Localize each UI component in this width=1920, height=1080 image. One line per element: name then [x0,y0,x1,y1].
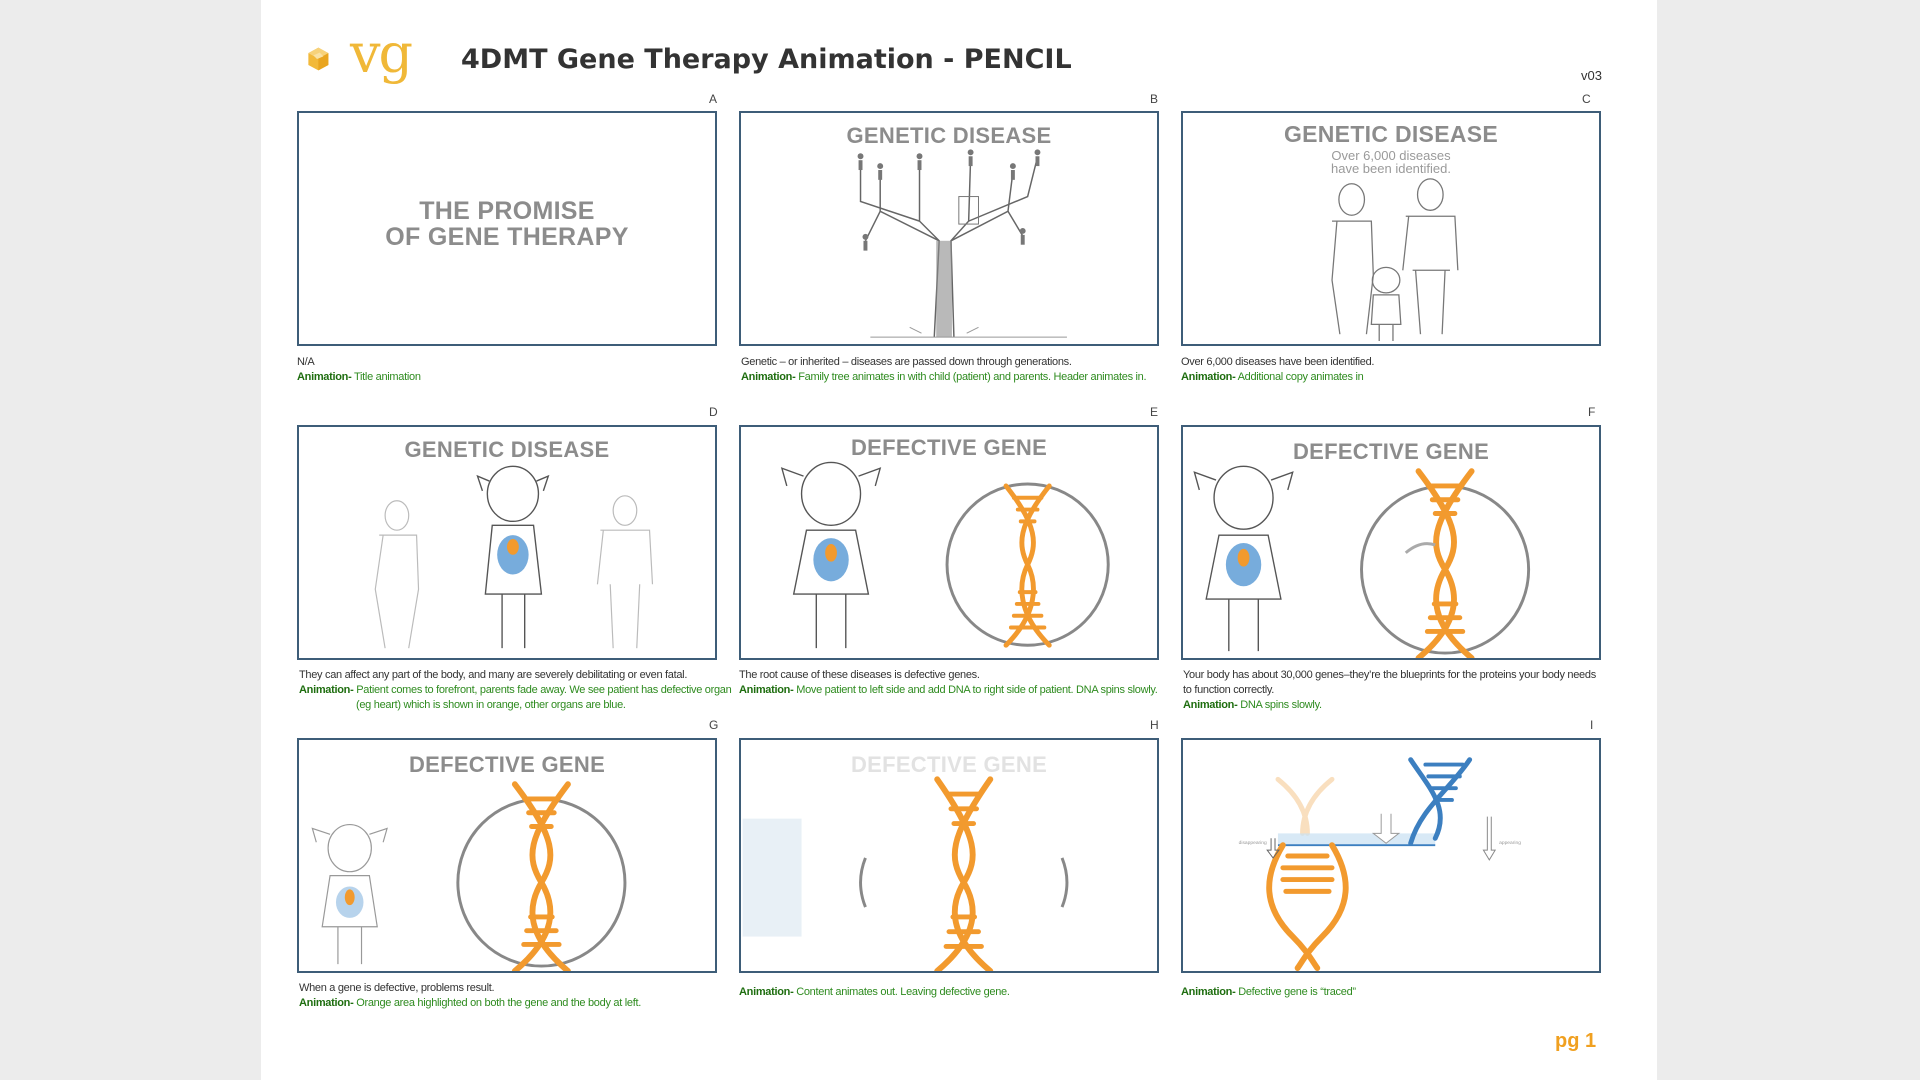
narration-a: N/A [297,356,315,368]
frame-a-title-line2: OF GENE THERAPY [385,223,629,251]
frame-a-title: THE PROMISE [419,197,595,225]
page-number: pg 1 [1555,1030,1597,1052]
frame-c-subtitle: Over 6,000 diseases [1331,148,1451,163]
animation-note-h: Content animates out. Leaving defective … [796,986,1010,998]
frame-letter-h: H [1150,718,1159,732]
frame-letter-c: C [1582,92,1591,106]
frame-a[interactable]: THE PROMISE OF GENE THERAPY [297,111,717,346]
caption-f: Your body has about 30,000 genes–they’re… [1183,668,1623,713]
caption-d: They can affect any part of the body, an… [299,668,739,713]
family-tree-illustration [857,149,1067,338]
patient-and-dna-illustration [780,461,1110,649]
animation-label-i: Animation- [1181,986,1236,998]
logo-text: vg [350,22,413,85]
frame-f[interactable]: DEFECTIVE GENE [1181,425,1601,660]
caption-g: When a gene is defective, problems resul… [299,981,739,1011]
title-text: 4DMT Gene Therapy Animation - PENCIL [461,44,1072,75]
gene-tracing-illustration: disappearing appearing [1239,757,1521,971]
animation-note-g: Orange area highlighted on both the gene… [356,997,641,1009]
frame-letter-i: I [1590,718,1594,732]
frame-g[interactable]: DEFECTIVE GENE [297,738,717,973]
caption-a: N/A Animation- Title animation [297,355,737,385]
frame-letter-b: B [1150,92,1159,106]
patient-with-organs-illustration [374,465,654,649]
caption-c: Over 6,000 diseases have been identified… [1181,355,1621,385]
narration-c: Over 6,000 diseases have been identified… [1181,356,1375,368]
frame-e[interactable]: DEFECTIVE GENE [739,425,1159,660]
animation-note-d: Patient comes to forefront, parents fade… [356,684,732,696]
version-label: v03 [1581,68,1602,83]
narration-d: They can affect any part of the body, an… [299,669,688,681]
animation-note-i: Defective gene is “traced” [1238,986,1356,998]
caption-b: Genetic – or inherited – diseases are pa… [741,355,1181,385]
animation-note-c: Additional copy animates in [1237,371,1364,383]
frame-letter-a: A [709,92,718,106]
animation-note-e: Move patient to left side and add DNA to… [796,684,1158,696]
animation-note-b: Family tree animates in with child (pati… [798,371,1147,383]
frame-letter-f: F [1588,405,1596,419]
parents-and-child-illustration [1331,178,1459,342]
frame-h[interactable]: DEFECTIVE GENE [739,738,1159,973]
appearing-label: appearing [1499,840,1521,846]
frame-b[interactable]: GENETIC DISEASE [739,111,1159,346]
frame-g-title: DEFECTIVE GENE [408,752,606,777]
defective-gene-only-illustration [742,776,1069,971]
narration-f-line2: to function correctly. [1183,684,1275,696]
animation-label-d: Animation- [299,684,354,696]
frame-h-title-faded: DEFECTIVE GENE [850,752,1048,777]
frame-f-title: DEFECTIVE GENE [1292,439,1490,464]
caption-e: The root cause of these diseases is defe… [739,668,1179,698]
animation-label-f: Animation- [1183,699,1238,711]
highlighted-gene-illustration [311,781,627,971]
frame-letter-e: E [1150,405,1159,419]
animation-label-b: Animation- [741,371,796,383]
frame-c-subtitle-line2: have been identified. [1331,161,1451,176]
disappearing-label: disappearing [1239,840,1267,846]
frame-e-title: DEFECTIVE GENE [850,435,1048,460]
frame-d[interactable]: GENETIC DISEASE [297,425,717,660]
frame-letter-d: D [709,405,718,419]
frame-d-title: GENETIC DISEASE [404,437,610,462]
narration-f: Your body has about 30,000 genes–they’re… [1183,669,1596,681]
animation-label-c: Animation- [1181,371,1236,383]
animation-label-e: Animation- [739,684,794,696]
patient-and-large-dna-illustration [1193,465,1531,658]
document-title: 4DMT Gene Therapy Animation - PENCIL [461,44,1072,75]
frame-i[interactable]: disappearing appearing [1181,738,1601,973]
animation-label-h: Animation- [739,986,794,998]
narration-e: The root cause of these diseases is defe… [739,669,980,681]
animation-note-f: DNA spins slowly. [1240,699,1322,711]
animation-note-d-line2: (eg heart) which is shown in orange, oth… [356,699,626,711]
frame-c[interactable]: GENETIC DISEASE Over 6,000 diseases have… [1181,111,1601,346]
caption-i: Animation- Defective gene is “traced” [1181,985,1621,1000]
frame-letter-g: G [709,718,719,732]
caption-h: Animation- Content animates out. Leaving… [739,985,1179,1000]
animation-note-a: Title animation [354,371,421,383]
narration-b: Genetic – or inherited – diseases are pa… [741,356,1072,368]
narration-g: When a gene is defective, problems resul… [299,982,495,994]
animation-label-g: Animation- [299,997,354,1009]
animation-label-a: Animation- [297,371,352,383]
frame-c-title: GENETIC DISEASE [1283,121,1499,147]
vg-cube-logo-icon [308,47,329,71]
frame-b-title: GENETIC DISEASE [846,123,1052,148]
